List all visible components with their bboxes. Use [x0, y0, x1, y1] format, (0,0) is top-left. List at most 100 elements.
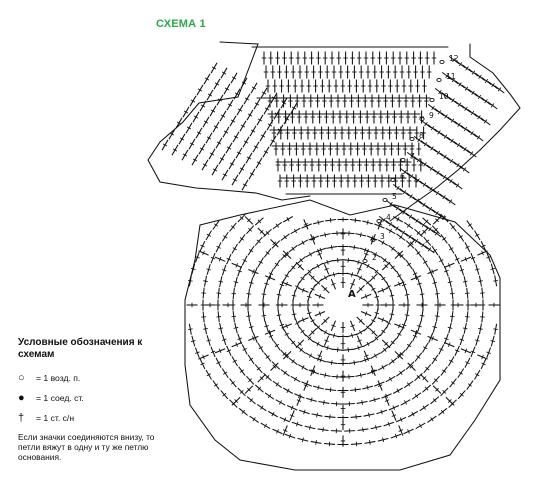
stitch-cross	[371, 330, 376, 335]
stitch-cross	[272, 241, 277, 246]
stitch-cross	[421, 243, 425, 248]
stitch-cross	[282, 254, 287, 258]
stitch-cross	[250, 129, 256, 133]
stitch-cross	[268, 329, 272, 335]
stitch-cross	[463, 126, 468, 132]
chain-symbol	[400, 157, 406, 163]
stitch-cross	[408, 214, 413, 219]
stitch-cross	[326, 345, 329, 351]
stitch-cross	[459, 392, 464, 397]
row-number-9: 9	[429, 111, 434, 120]
stitch-cross	[206, 268, 211, 271]
stitch-cross	[224, 87, 230, 91]
legend-item-double: † = 1 ст. с/н	[18, 408, 178, 428]
stitch-cross	[470, 256, 476, 260]
stitch-cross	[447, 342, 451, 347]
stitch-cross	[430, 417, 434, 422]
stitch-cross	[406, 262, 412, 267]
diagram-outline	[147, 41, 521, 471]
stitch-cross	[216, 361, 221, 365]
stitch-cross	[195, 351, 200, 354]
stitch-cross	[464, 256, 468, 262]
stitch-cross	[299, 258, 304, 263]
stitch-cross	[389, 294, 395, 297]
stitch-cross	[398, 281, 401, 287]
stitch-cross	[365, 280, 370, 285]
stitch-cross	[310, 369, 316, 372]
stitch-cross	[283, 235, 287, 240]
stitch-cross	[310, 330, 315, 335]
stitch-cross	[239, 369, 244, 373]
stitch-cross	[241, 409, 246, 414]
stitch-cross	[265, 375, 270, 379]
chain-symbol	[376, 218, 382, 224]
stitch-cross	[234, 399, 239, 404]
stitch-cross	[388, 376, 393, 382]
stitch-cross	[246, 293, 252, 295]
stitch-cross	[176, 121, 182, 125]
stitch-cross	[252, 336, 255, 341]
stitch-cross	[366, 220, 369, 225]
stitch-cross	[384, 341, 389, 346]
stitch-cross	[295, 285, 300, 289]
stitch-cross	[444, 337, 449, 341]
stitch-cross	[188, 328, 193, 331]
stitch-cross	[293, 228, 298, 234]
stitch-cross	[381, 365, 385, 370]
chain-symbol	[390, 177, 396, 183]
stitch-cross	[416, 375, 421, 379]
stitch-cross	[324, 372, 327, 378]
stitch-cross	[422, 229, 427, 234]
stitch-cross	[464, 348, 468, 354]
stitch-cross	[303, 409, 306, 415]
stitch-cross	[301, 437, 304, 443]
stitch-cross	[242, 183, 248, 187]
stitch-cross	[350, 282, 355, 286]
stitch-cross	[219, 157, 225, 161]
stitch-cross	[370, 369, 374, 375]
stitch-cross	[302, 317, 305, 323]
stitch-cross	[457, 122, 461, 127]
stitch-cross	[329, 217, 332, 223]
stitch-cross	[401, 283, 407, 287]
stitch-cross	[222, 392, 227, 397]
stitch-cross	[362, 427, 364, 433]
stitch-cross	[475, 373, 480, 377]
stitch-cross	[456, 163, 460, 168]
stitch-cross	[195, 256, 200, 259]
stitch-cross	[476, 135, 481, 140]
stitch-cross	[438, 89, 442, 95]
stitch-cross	[401, 323, 407, 327]
stitch-cross	[442, 216, 447, 220]
stitch-cross	[210, 109, 216, 113]
stitch-cross	[204, 77, 210, 81]
stitch-cross	[332, 272, 335, 277]
stitch-cross	[221, 269, 227, 272]
stitch-cross	[412, 272, 418, 276]
stitch-cross	[431, 336, 434, 341]
legend-note: Если значки соединяются внизу, то петли …	[18, 432, 155, 462]
stitch-cross	[278, 400, 283, 405]
stitch-cross	[358, 275, 363, 280]
stitch-cross	[432, 398, 437, 403]
stitch-cross	[277, 128, 283, 132]
stitch-cross	[409, 174, 414, 179]
stitch-cross	[407, 429, 410, 434]
stitch-cross	[218, 256, 222, 262]
stitch-cross	[390, 340, 395, 345]
stitch-cross	[399, 235, 403, 240]
stitch-cross	[368, 412, 370, 418]
stitch-cross	[403, 400, 408, 405]
stitch-cross	[302, 287, 305, 293]
stitch-cross	[370, 235, 374, 241]
stitch-cross	[443, 134, 448, 139]
stitch-cross	[233, 135, 239, 139]
stitch-cross	[246, 156, 252, 160]
stitch-cross	[300, 329, 305, 334]
chain-symbol	[362, 258, 368, 264]
stitch-cross	[467, 223, 473, 227]
stitch-cross	[401, 230, 406, 235]
stitch-cross	[387, 421, 390, 427]
stitch-cross	[385, 393, 388, 399]
stitch-cross	[226, 146, 232, 150]
